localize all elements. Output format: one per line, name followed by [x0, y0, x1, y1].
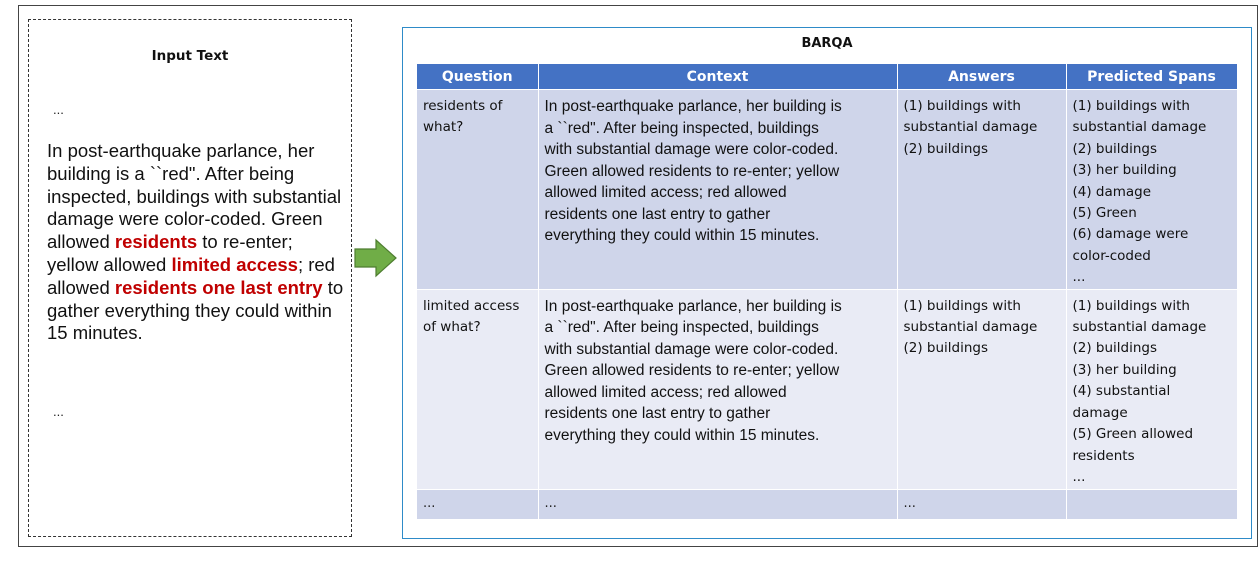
header-predicted-spans: Predicted Spans	[1066, 64, 1238, 90]
answers-cell: (1) buildings with substantial damage (2) …	[897, 89, 1067, 290]
question-cell-line: of what?	[423, 319, 481, 336]
answers-cell-line: (2) buildings	[903, 340, 989, 357]
input-passage: In post-earthquake parlance, her buildin…	[47, 140, 347, 345]
context-cell-line: with substantial damage were color-coded…	[544, 340, 839, 358]
predicted-spans-cell-line: (2) buildings	[1072, 340, 1158, 357]
context-cell-line: residents one last entry to gather	[544, 405, 771, 423]
passage-highlight-last-entry: residents one last entry	[114, 276, 323, 298]
answers-cell-line: (1) buildings with	[903, 98, 1021, 114]
predicted-spans-cell-line: (3) her building	[1072, 162, 1177, 179]
passage-highlight-limited-access: limited access	[171, 253, 298, 275]
input-ellipsis-bottom: ...	[53, 404, 64, 419]
predicted-spans-cell-line: (5) Green allowed	[1072, 426, 1194, 443]
question-cell-line: what?	[423, 119, 464, 136]
answers-cell-line: substantial damage	[903, 319, 1038, 336]
predicted-spans-cell-line: (6) damage were	[1072, 226, 1189, 243]
passage-highlight-residents: residents	[114, 231, 198, 253]
predicted-spans-cell-line: color-coded	[1072, 247, 1151, 264]
context-cell-line: allowed limited access; red allowed	[544, 184, 787, 201]
input-text-title: Input Text	[151, 48, 229, 64]
context-cell-line: a ``red". After being inspected, buildin…	[544, 119, 819, 137]
answers-cell: (1) buildings with substantial damage (2) …	[897, 288, 1067, 490]
question-cell: residents of what?	[417, 89, 539, 290]
predicted-spans-cell-line: residents	[1072, 447, 1135, 464]
input-text-panel: Input Text ... In post-earthquake parlan…	[28, 19, 352, 537]
context-cell-line: Green allowed residents to re-enter; yel…	[544, 362, 840, 380]
table-row: .........	[417, 488, 1238, 520]
predicted-spans-cell-line: substantial damage	[1072, 119, 1207, 136]
predicted-spans-cell-line: substantial damage	[1072, 319, 1207, 336]
answers-cell-line: ...	[903, 495, 916, 511]
predicted-spans-cell-line: (2) buildings	[1072, 140, 1158, 157]
answers-cell-line: substantial damage	[903, 119, 1038, 136]
answers-cell: ...	[897, 488, 1067, 520]
barqa-title: BARQA	[801, 36, 853, 51]
right-arrow-icon	[354, 238, 397, 278]
context-cell: In post-earthquake parlance, her buildin…	[538, 288, 898, 490]
context-cell-line: In post-earthquake parlance, her buildin…	[544, 98, 842, 115]
predicted-spans-cell	[1066, 488, 1238, 520]
context-cell-line: Green allowed residents to re-enter; yel…	[544, 162, 840, 180]
answers-cell-line: (2) buildings	[903, 140, 989, 157]
barqa-panel: BARQA Question Context Answers Predicted…	[402, 27, 1252, 539]
context-cell-line: In post-earthquake parlance, her buildin…	[544, 297, 842, 315]
figure-frame	[18, 5, 1258, 547]
passage-text-1: In post-earthquake parlance, her buildin…	[47, 140, 342, 253]
question-cell: ...	[417, 488, 539, 520]
passage-text-2: to re-enter; yellow allowed	[47, 231, 293, 275]
predicted-spans-cell-line: (1) buildings with	[1072, 98, 1190, 114]
predicted-spans-cell-line: (3) her building	[1072, 361, 1177, 378]
context-cell-line: a ``red". After being inspected, buildin…	[544, 319, 819, 337]
header-context: Context	[538, 64, 898, 90]
header-question: Question	[417, 64, 539, 90]
context-cell-line: residents one last entry to gather	[544, 205, 771, 223]
context-cell-line: everything they could within 15 minutes.	[544, 227, 820, 244]
context-cell-line: with substantial damage were color-coded…	[544, 141, 839, 158]
context-cell-line: ...	[544, 495, 557, 511]
predicted-spans-cell-line: damage	[1072, 404, 1128, 421]
predicted-spans-cell: (1) buildings with substantial damage (2) …	[1066, 288, 1238, 490]
predicted-spans-cell-line: (4) substantial	[1072, 383, 1171, 400]
question-cell-line: limited access	[423, 297, 520, 314]
passage-text-4: to gather everything they could within 1…	[47, 276, 344, 344]
predicted-spans-cell-line: ...	[1072, 468, 1086, 485]
context-cell: In post-earthquake parlance, her buildin…	[538, 89, 898, 290]
predicted-spans-cell-line: (5) Green	[1072, 205, 1137, 222]
question-cell-line: residents of	[423, 98, 503, 114]
question-cell-line: ...	[423, 495, 436, 511]
answers-cell-line: (1) buildings with	[903, 297, 1021, 314]
context-cell-line: everything they could within 15 minutes.	[544, 426, 820, 444]
input-ellipsis-top: ...	[53, 102, 64, 117]
passage-text-3: ; red allowed	[47, 253, 335, 298]
context-cell: ...	[538, 488, 898, 520]
question-cell: limited access of what?	[417, 288, 539, 490]
predicted-spans-cell: (1) buildings with substantial damage (2) …	[1066, 89, 1238, 290]
predicted-spans-cell-line: (1) buildings with	[1072, 297, 1190, 314]
header-answers: Answers	[897, 64, 1067, 90]
table-row: residents of what? In post-earthquake parl…	[417, 89, 1238, 290]
predicted-spans-cell-line: (4) damage	[1072, 183, 1152, 200]
table-header-row: Question Context Answers Predicted Spans	[417, 64, 1238, 90]
predicted-spans-cell-line: ...	[1072, 269, 1086, 286]
context-cell-line: allowed limited access; red allowed	[544, 383, 787, 401]
table-row: limited access of what? In post-earthquake…	[417, 288, 1238, 490]
barqa-table: Question Context Answers Predicted Spans…	[417, 64, 1238, 520]
